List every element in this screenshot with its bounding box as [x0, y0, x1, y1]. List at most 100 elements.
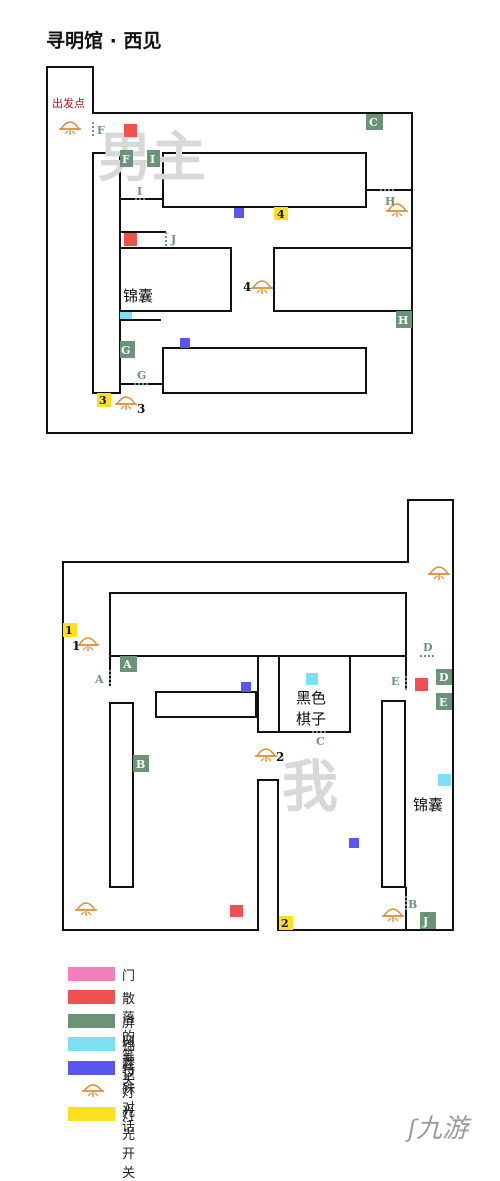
lamp-icon-bottom-left [74, 902, 98, 917]
bottom-pouch-label: 锦囊 [413, 796, 443, 814]
top-marker-labels: C F F I I J H H G G [97, 116, 408, 382]
marker-j-bottom: J [422, 915, 428, 928]
pouch-bottom-1 [306, 673, 318, 685]
bottom-wall-top [109, 592, 407, 657]
top-wall-room [120, 247, 232, 312]
page-title: 寻明馆 · 西见 [46, 30, 162, 52]
bottom-wall-b [109, 702, 134, 888]
lamp-icon-start [58, 121, 82, 136]
marker-b1: B [136, 758, 145, 771]
note-bottom-2 [230, 905, 243, 917]
pouch-bottom-2 [438, 774, 451, 786]
lamp-2-number: 2 [276, 750, 284, 764]
legend-lamp-switch-swatch [68, 1107, 115, 1122]
lamp-switch-1 [63, 623, 77, 637]
bottom-marker-labels: A A B C D D E E B J [94, 641, 449, 928]
lamp-icon-2 [254, 748, 278, 763]
lamp-switch-2 [279, 916, 293, 930]
legend-note-label: 散落的笔记 [122, 992, 136, 1084]
marker-e1: E [391, 675, 399, 688]
note-top-1 [124, 124, 137, 137]
legend-dialog-swatch [68, 1060, 115, 1075]
dialog-top-1 [234, 208, 244, 218]
top-left-column [92, 152, 121, 394]
marker-g2: G [137, 369, 146, 382]
start-label: 出发点 [52, 96, 85, 110]
legend-screen-swatch [68, 1013, 115, 1028]
lamp-switch-4-number: 4 [277, 208, 285, 221]
lamp-icon-4 [250, 280, 274, 295]
top-screens [120, 114, 412, 358]
bottom-wall-step [155, 691, 257, 718]
pouch-top [120, 312, 132, 319]
marker-j: J [170, 233, 176, 246]
lamp-4-number: 4 [243, 280, 251, 294]
lamp-switch-2-number: 2 [281, 917, 289, 930]
top-wall-lower [162, 347, 367, 394]
lamp-switch-4 [274, 207, 288, 220]
marker-g1: G [121, 344, 130, 357]
marker-h1: H [385, 195, 395, 208]
legend-door-swatch [68, 967, 115, 981]
lamp-switch-3 [97, 393, 111, 407]
bottom-outer-wall [62, 499, 454, 931]
legend-door-label: 门 [122, 969, 136, 984]
legend-pouch-swatch [68, 1037, 115, 1052]
top-outer-wall [46, 66, 413, 434]
dialog-top-2 [180, 338, 190, 348]
marker-b2: B [408, 898, 417, 911]
screen-e [436, 693, 452, 710]
marker-d1: D [423, 641, 433, 654]
site-logo-icon: ʃ [408, 1115, 417, 1143]
marker-d2: D [439, 671, 449, 684]
dialog-bottom-1 [241, 682, 251, 692]
note-top-2 [124, 233, 137, 246]
top-wall-right-notch [273, 247, 412, 312]
lamp-switch-3-number: 3 [99, 394, 107, 407]
legend-lamp-label: 灯光 [122, 1085, 136, 1120]
marker-a1: A [94, 673, 104, 686]
legend-dialog-label: 特殊对话 [122, 1062, 136, 1135]
legend-note-swatch [68, 990, 115, 1005]
bottom-wall-room [279, 655, 351, 733]
lamp-switch-1-number: 1 [65, 624, 73, 637]
top-doors [92, 122, 396, 385]
marker-h2: H [398, 314, 408, 327]
lamp-icon-right-top [427, 566, 451, 581]
marker-i1: I [137, 185, 142, 198]
lamp-1-number: 1 [72, 639, 80, 653]
marker-e2: E [439, 696, 447, 709]
screen-c [366, 114, 383, 130]
marker-a2: A [122, 658, 132, 671]
screen-h [396, 311, 412, 328]
marker-f2: F [122, 153, 130, 166]
lamp-icon-3 [114, 396, 138, 411]
bottom-wall-e [381, 700, 406, 888]
screen-f [120, 150, 133, 167]
dialog-bottom-2 [349, 838, 359, 848]
marker-f1: F [97, 124, 105, 137]
legend-lamp-switch-label: 灯光开关 [122, 1109, 136, 1181]
legend-pouch-label: 锦囊 [122, 1039, 136, 1074]
site-watermark-text: 九游 [416, 1114, 469, 1144]
screen-i [147, 150, 160, 167]
screen-b [133, 755, 149, 772]
black-piece-label-1: 黑色 [296, 689, 326, 707]
screen-a [120, 656, 137, 672]
bottom-wall-center [257, 656, 280, 733]
note-bottom-1 [415, 678, 428, 691]
bottom-map [62, 499, 454, 931]
legend-lamp-icon [82, 1084, 104, 1097]
top-wall-upper [162, 152, 367, 208]
marker-c-bottom: C [316, 735, 325, 748]
black-piece-label-2: 棋子 [296, 710, 326, 728]
legend-screen-label: 屏风开关 [122, 1015, 136, 1088]
site-watermark: ʃ九游 [408, 1108, 468, 1145]
bottom-watermark: 我 [282, 755, 338, 820]
lamp-icon-bottom-right [381, 908, 405, 923]
screen-g [120, 341, 135, 358]
marker-c: C [369, 116, 378, 129]
bottom-doors [109, 655, 436, 912]
screen-d [436, 669, 452, 685]
